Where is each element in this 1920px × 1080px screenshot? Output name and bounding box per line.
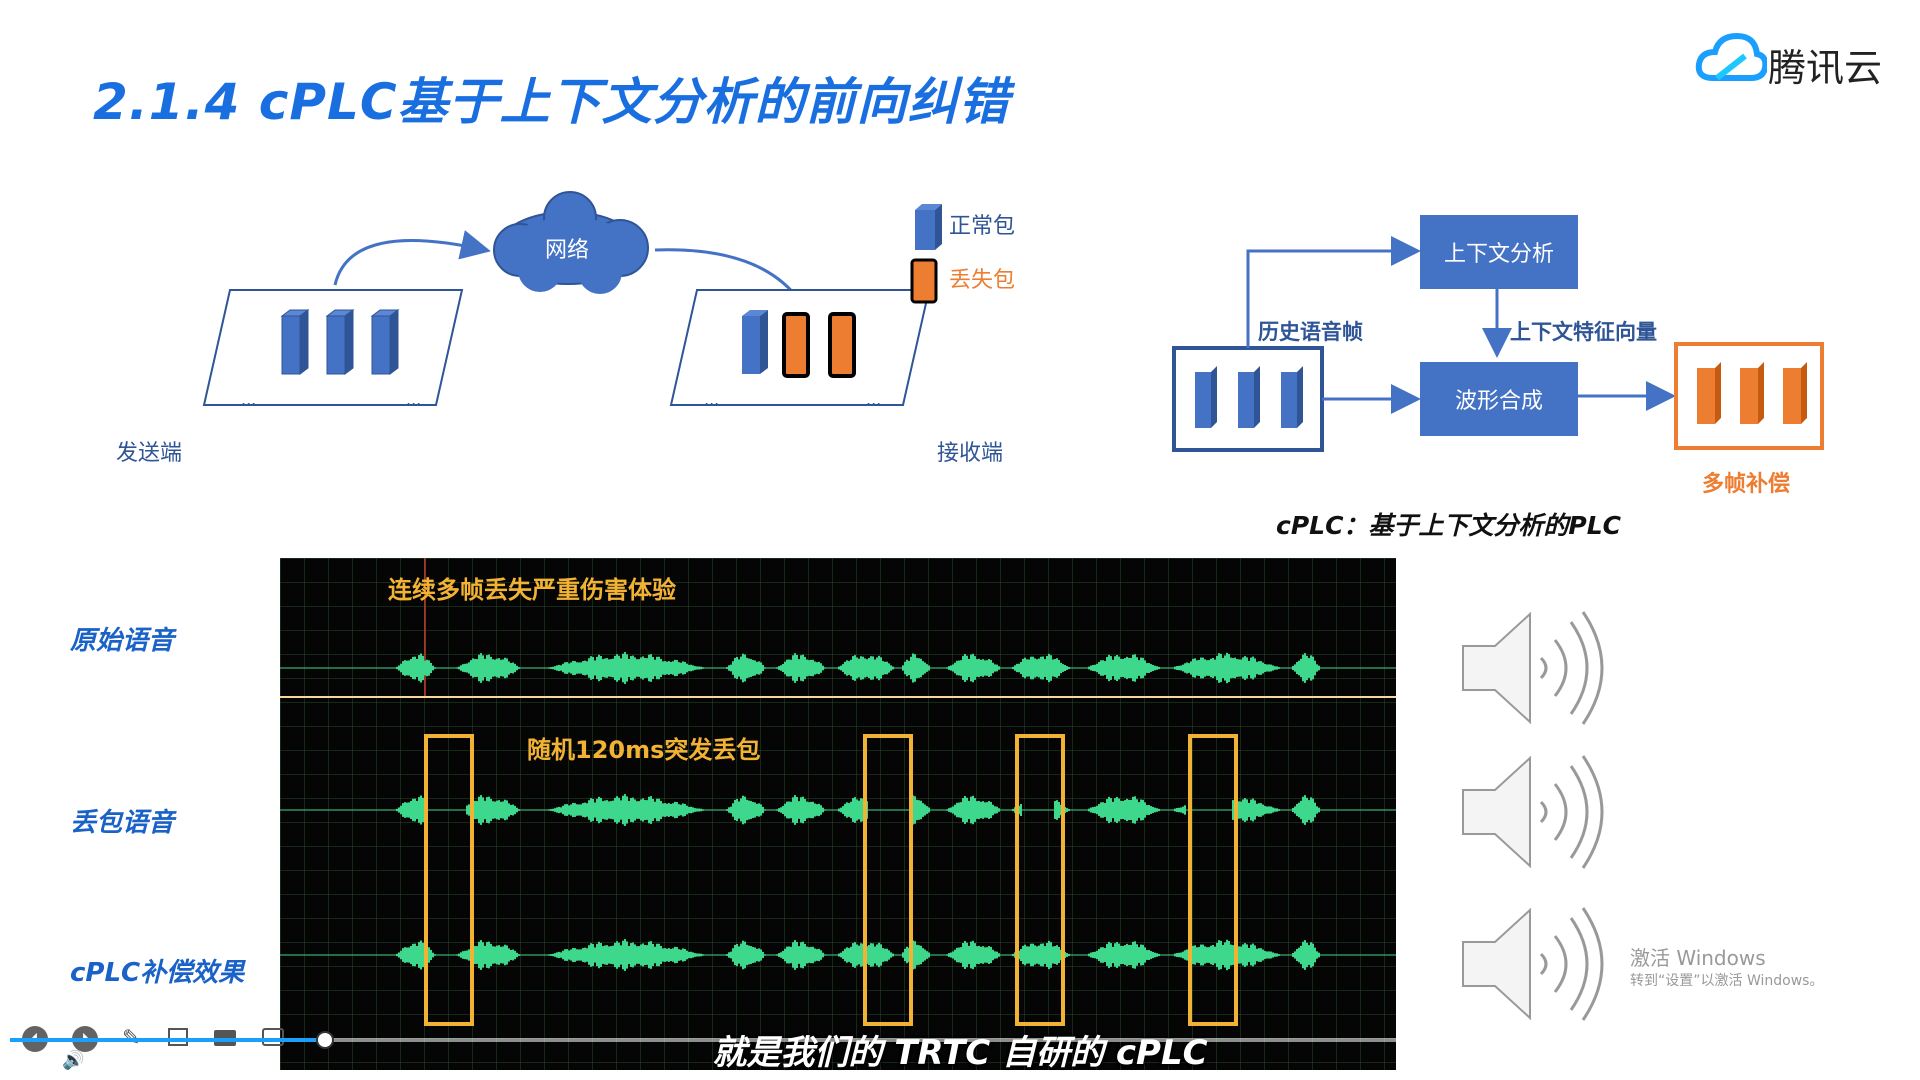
- receiver-label: 接收端: [937, 441, 1004, 466]
- track-label-lost: 丢包语音: [70, 808, 175, 838]
- track-label-original: 原始语音: [70, 626, 175, 656]
- seek-handle[interactable]: [316, 1031, 335, 1049]
- activation-watermark-hint: 转到“设置”以激活 Windows。: [1630, 973, 1824, 989]
- legend-normal-label: 正常包: [949, 214, 1016, 239]
- logo-text: 腾讯云: [1768, 46, 1883, 90]
- multi-frame-label: 多帧补偿: [1702, 472, 1791, 497]
- loss-highlight-box: [1015, 734, 1065, 1026]
- seek-bar[interactable]: [10, 1038, 1910, 1042]
- speaker-icon[interactable]: [1455, 752, 1615, 874]
- speaker-icon[interactable]: [1455, 904, 1615, 1026]
- cplc-diagram: [1172, 236, 1824, 452]
- waveform-panel: [280, 558, 1396, 1070]
- screenshot-icon[interactable]: [168, 1028, 188, 1046]
- play-icon[interactable]: ▶: [18, 1050, 32, 1071]
- network-cloud-icon: [493, 191, 649, 294]
- context-vector-label: 上下文特征向量: [1510, 320, 1657, 344]
- loss-highlight-box: [1188, 734, 1238, 1026]
- loss-highlight-box: [863, 734, 913, 1026]
- slide-title: 2.1.4 cPLC基于上下文分析的前向纠错: [93, 73, 1010, 131]
- speaker-icon[interactable]: [1455, 608, 1615, 730]
- time-display: 2:25 / 14:35: [108, 1054, 182, 1068]
- quality-selector[interactable]: 1440p: [1780, 1054, 1822, 1069]
- tencent-cloud-logo-icon: [1695, 32, 1767, 81]
- network-diagram: [202, 191, 942, 406]
- track-label-cplc: cPLC补偿效果: [70, 958, 245, 988]
- cplc-caption: cPLC：基于上下文分析的PLC: [1276, 511, 1622, 540]
- sender-ellipsis-left: ...: [241, 390, 257, 409]
- sender-ellipsis-right: ...: [406, 390, 422, 409]
- receiver-ellipsis-left: ...: [704, 390, 720, 409]
- receiver-ellipsis-right: ...: [866, 390, 882, 409]
- legend-lost-label: 丢失包: [949, 268, 1016, 293]
- loss-highlight-box: [424, 734, 474, 1026]
- speed-selector[interactable]: 1x: [1840, 1054, 1856, 1069]
- history-frames-label: 历史语音帧: [1258, 320, 1363, 344]
- seek-bar-progress: [10, 1038, 326, 1042]
- danmaku-icon[interactable]: [262, 1028, 284, 1046]
- fullscreen-icon[interactable]: ⛶: [1888, 1050, 1900, 1069]
- volume-icon[interactable]: 🔊: [62, 1050, 85, 1071]
- activation-watermark-title: 激活 Windows: [1630, 946, 1766, 970]
- sender-label: 发送端: [116, 441, 183, 466]
- context-analysis-box: 上下文分析: [1420, 215, 1578, 289]
- panel-caption-mid: 随机120ms突发丢包: [527, 736, 761, 764]
- waveform-synthesis-box: 波形合成: [1420, 362, 1578, 436]
- panel-caption-top: 连续多帧丢失严重伤害体验: [388, 576, 676, 604]
- network-cloud-label: 网络: [545, 238, 590, 263]
